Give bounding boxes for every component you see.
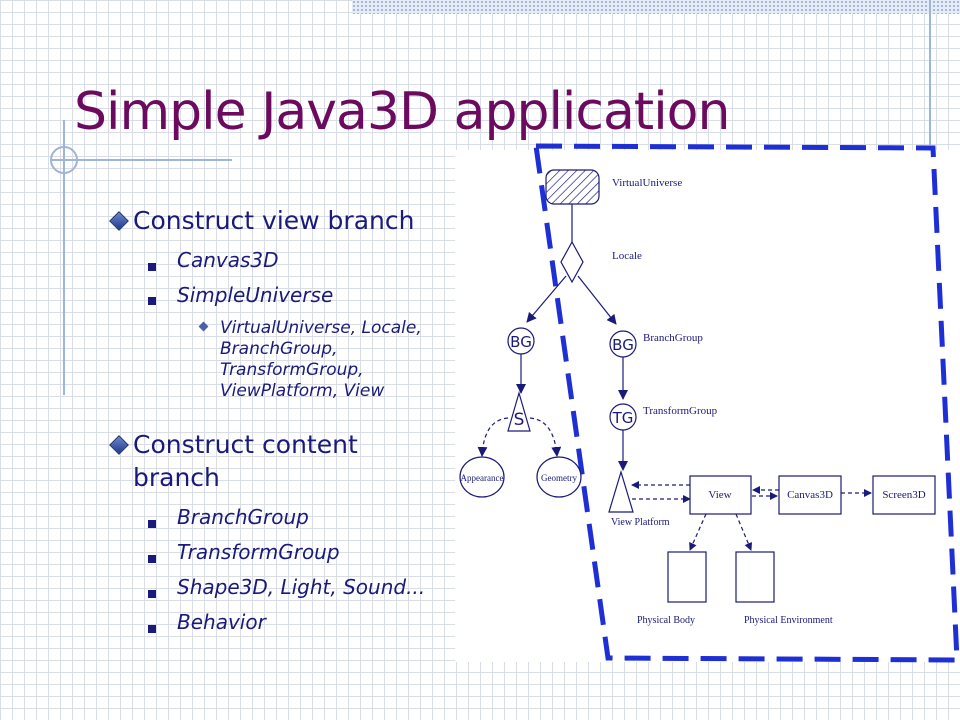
bullet-view-branch: Construct view branch bbox=[133, 206, 415, 235]
view-platform-node bbox=[608, 469, 634, 513]
bullet-canvas3d: Canvas3D bbox=[177, 248, 279, 272]
diagram-background bbox=[455, 150, 960, 662]
subitem-line-1: VirtualUniverse, Locale, bbox=[220, 318, 422, 338]
canvas3d-node bbox=[778, 475, 842, 515]
geometry-node bbox=[536, 456, 582, 498]
label-branch-group: BranchGroup bbox=[643, 332, 703, 344]
node-geometry: Geometry bbox=[541, 473, 577, 483]
label-virtual-universe: VirtualUniverse bbox=[612, 177, 682, 189]
view-branch-dashed-frame bbox=[533, 143, 960, 663]
virtual-universe-node bbox=[545, 169, 600, 205]
square-bullet-icon bbox=[148, 263, 156, 271]
bullet-simpleuniverse: SimpleUniverse bbox=[177, 283, 334, 307]
view-node bbox=[689, 475, 752, 515]
node-bg-right: BG bbox=[612, 336, 634, 354]
label-physical-body: Physical Body bbox=[637, 615, 695, 626]
square-bullet-icon bbox=[148, 297, 156, 305]
node-canvas3d: Canvas3D bbox=[787, 489, 833, 501]
square-bullet-icon bbox=[148, 625, 156, 633]
slide-title: Simple Java3D application bbox=[74, 82, 730, 142]
edge-locale-bg-right bbox=[577, 275, 617, 325]
bullet-content-branch-line1: Construct content bbox=[133, 430, 358, 459]
subitem-line-2: BranchGroup, bbox=[220, 339, 338, 359]
subitem-line-3: TransformGroup, bbox=[220, 360, 364, 380]
label-physical-environment: Physical Environment bbox=[744, 615, 833, 626]
bullet-shape3d-light-sound: Shape3D, Light, Sound... bbox=[177, 575, 426, 599]
edge-locale-bg-left bbox=[526, 275, 567, 323]
node-appearance: Appearance bbox=[461, 473, 504, 483]
label-view-platform: View Platform bbox=[611, 517, 670, 528]
node-shape: S bbox=[514, 410, 525, 430]
header-pattern-band bbox=[352, 0, 960, 14]
screen3d-node bbox=[872, 475, 936, 515]
locale-node bbox=[560, 240, 584, 284]
square-bullet-icon bbox=[148, 590, 156, 598]
bullet-branchgroup: BranchGroup bbox=[177, 505, 309, 529]
subitem-line-4: ViewPlatform, View bbox=[220, 381, 385, 401]
appearance-node bbox=[459, 456, 505, 498]
bullet-behavior: Behavior bbox=[177, 610, 266, 634]
square-bullet-icon bbox=[148, 555, 156, 563]
bullet-view-subitems: VirtualUniverse, Locale, BranchGroup, Tr… bbox=[220, 318, 422, 402]
bullet-content-branch-line2: branch bbox=[133, 463, 220, 492]
node-screen3d: Screen3D bbox=[882, 489, 925, 501]
label-locale: Locale bbox=[612, 250, 642, 262]
square-bullet-icon bbox=[148, 520, 156, 528]
physical-environment-node bbox=[735, 551, 775, 603]
physical-body-node bbox=[667, 551, 707, 603]
edge-shape-appearance bbox=[477, 417, 509, 457]
label-transform-group: TransformGroup bbox=[643, 405, 718, 417]
bullet-transformgroup: TransformGroup bbox=[177, 540, 340, 564]
shape3d-node bbox=[507, 390, 531, 432]
edge-shape-geometry bbox=[529, 417, 562, 457]
node-view: View bbox=[708, 489, 731, 501]
node-tg: TG bbox=[612, 409, 634, 427]
node-bg-left: BG bbox=[510, 333, 532, 351]
